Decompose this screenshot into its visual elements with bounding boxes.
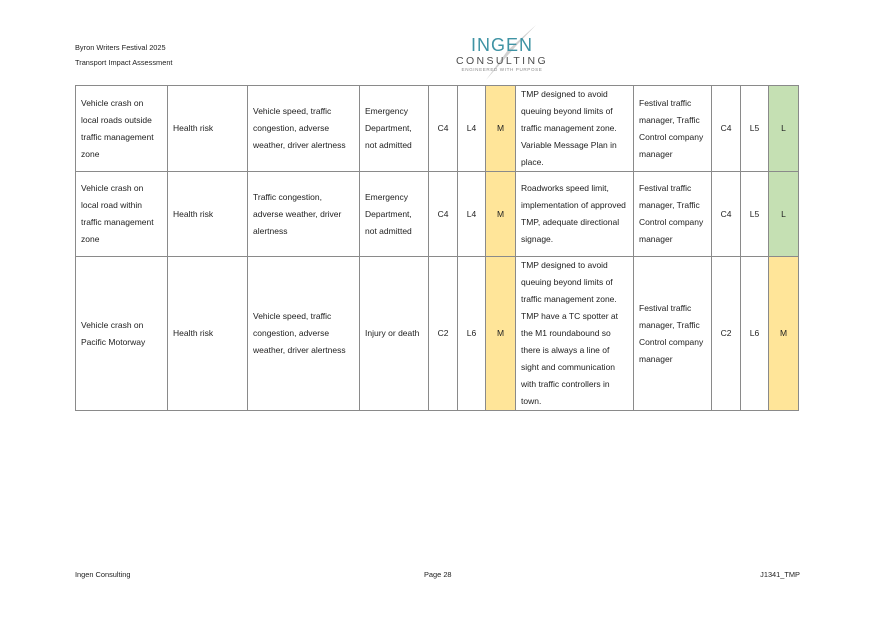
residual-risk-cell: L — [768, 171, 799, 257]
logo-wordmark: INGEN — [470, 35, 533, 55]
residual-risk-cell: L — [768, 85, 799, 172]
hazard-cell: Vehicle crash on local roads outside tra… — [75, 85, 168, 172]
residual-risk-cell: M — [768, 256, 799, 411]
initial-risk-cell: M — [485, 256, 516, 411]
likelihood-rating-cell: L6 — [457, 256, 486, 411]
responsibility-cell: Festival traffic manager, Traffic Contro… — [633, 171, 712, 257]
logo-tagline: ENGINEERED WITH PURPOSE — [461, 67, 543, 72]
consequence-rating-cell: C2 — [428, 256, 458, 411]
causes-cell: Vehicle speed, traffic congestion, adver… — [247, 256, 360, 411]
consequence-cell: Emergency Department, not admitted — [359, 85, 429, 172]
residual-likelihood-cell: L5 — [740, 85, 769, 172]
table-row: Vehicle crash on Pacific Motorway Health… — [75, 256, 799, 411]
logo-subtitle: CONSULTING — [455, 55, 549, 67]
header-subtitle: Transport Impact Assessment — [75, 58, 173, 67]
category-cell: Health risk — [167, 256, 248, 411]
controls-cell: TMP designed to avoid queuing beyond lim… — [515, 85, 634, 172]
footer-document-id: J1341_TMP — [760, 570, 800, 579]
likelihood-rating-cell: L4 — [457, 85, 486, 172]
causes-cell: Vehicle speed, traffic congestion, adver… — [247, 85, 360, 172]
responsibility-cell: Festival traffic manager, Traffic Contro… — [633, 85, 712, 172]
table-row: Vehicle crash on local roads outside tra… — [75, 85, 799, 172]
risk-assessment-table: Vehicle crash on local roads outside tra… — [75, 85, 799, 411]
footer-page-number: Page 28 — [424, 570, 452, 579]
category-cell: Health risk — [167, 85, 248, 172]
document-header: Byron Writers Festival 2025 Transport Im… — [75, 40, 172, 70]
residual-consequence-cell: C4 — [711, 171, 741, 257]
responsibility-cell: Festival traffic manager, Traffic Contro… — [633, 256, 712, 411]
initial-risk-cell: M — [485, 85, 516, 172]
consequence-rating-cell: C4 — [428, 171, 458, 257]
residual-consequence-cell: C4 — [711, 85, 741, 172]
causes-cell: Traffic congestion, adverse weather, dri… — [247, 171, 360, 257]
controls-cell: Roadworks speed limit, implementation of… — [515, 171, 634, 257]
controls-cell: TMP designed to avoid queuing beyond lim… — [515, 256, 634, 411]
hazard-cell: Vehicle crash on Pacific Motorway — [75, 256, 168, 411]
consequence-rating-cell: C4 — [428, 85, 458, 172]
likelihood-rating-cell: L4 — [457, 171, 486, 257]
ingen-logo: INGEN CONSULTING ENGINEERED WITH PURPOSE — [452, 22, 552, 84]
hazard-cell: Vehicle crash on local road within traff… — [75, 171, 168, 257]
consequence-cell: Injury or death — [359, 256, 429, 411]
residual-likelihood-cell: L5 — [740, 171, 769, 257]
footer-company: Ingen Consulting — [75, 570, 131, 579]
residual-likelihood-cell: L6 — [740, 256, 769, 411]
header-title: Byron Writers Festival 2025 — [75, 43, 166, 52]
residual-consequence-cell: C2 — [711, 256, 741, 411]
table-row: Vehicle crash on local road within traff… — [75, 171, 799, 257]
initial-risk-cell: M — [485, 171, 516, 257]
category-cell: Health risk — [167, 171, 248, 257]
consequence-cell: Emergency Department, not admitted — [359, 171, 429, 257]
